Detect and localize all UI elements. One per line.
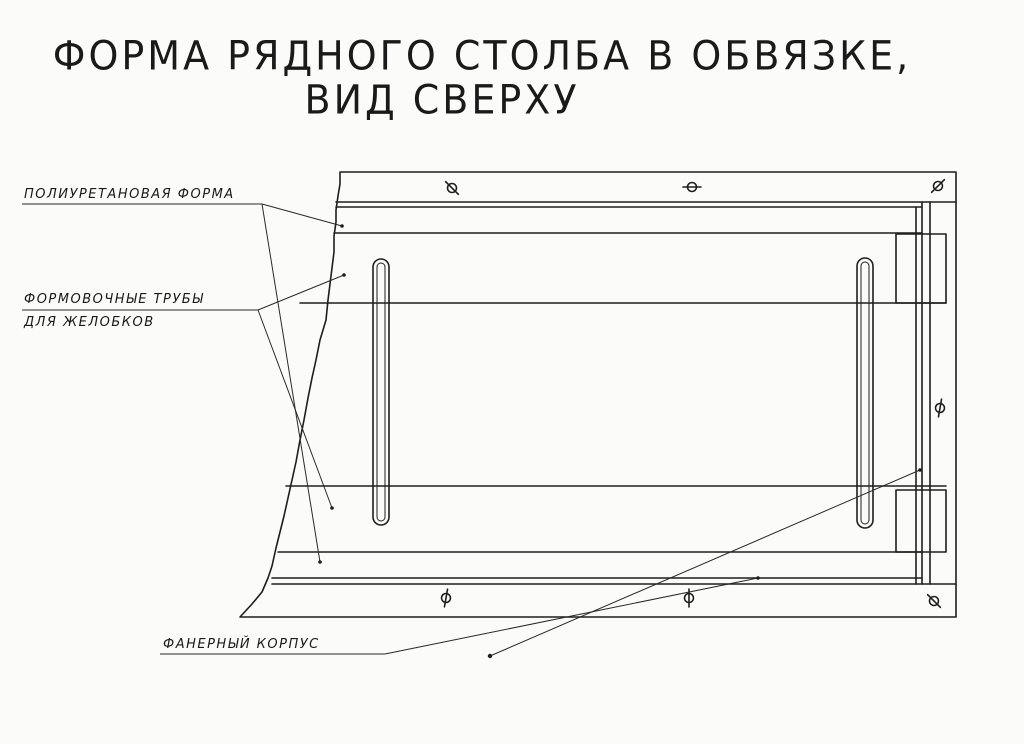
forming-tube-right <box>856 257 874 529</box>
wing-nut-icon <box>926 593 942 609</box>
leader-tubes-2 <box>257 309 333 509</box>
wing-nut-icon <box>934 398 946 418</box>
label-forming-tubes-line-1: ФОРМОВОЧНЫЕ ТРУБЫ <box>24 292 205 307</box>
label-forming-tubes-line-2: ДЛЯ ЖЕЛОБКОВ <box>24 315 155 330</box>
wing-nut-icon <box>682 181 702 193</box>
label-underlines <box>22 203 385 655</box>
forming-tube-left <box>372 258 390 526</box>
leader-lines <box>257 203 922 659</box>
label-polyurethane-form: ПОЛИУРЕТАНОВАЯ ФОРМА <box>24 187 235 202</box>
drawing-title-line-2: ВИД СВЕРХУ <box>304 76 580 124</box>
wing-nut-icon <box>440 588 452 608</box>
drawing-title-line-1: ФОРМА РЯДНОГО СТОЛБА В ОБВЯЗКЕ, <box>52 32 912 80</box>
right-end-block-top <box>895 233 947 304</box>
leader-polyurethane-2 <box>261 203 321 563</box>
wing-nut-icon <box>930 178 946 194</box>
leader-plywood-2 <box>489 469 921 657</box>
wing-nut-icon <box>444 180 460 196</box>
plywood-body-outline <box>239 171 957 618</box>
leader-polyurethane-1 <box>261 203 343 227</box>
leader-plywood-1 <box>384 577 759 655</box>
right-end-block-bottom <box>895 489 947 553</box>
forming-tube-right-inner <box>860 261 870 525</box>
label-plywood-body: ФАНЕРНЫЙ КОРПУС <box>163 637 320 652</box>
forming-tube-left-inner <box>376 262 386 522</box>
leader-tubes-1 <box>257 274 345 311</box>
